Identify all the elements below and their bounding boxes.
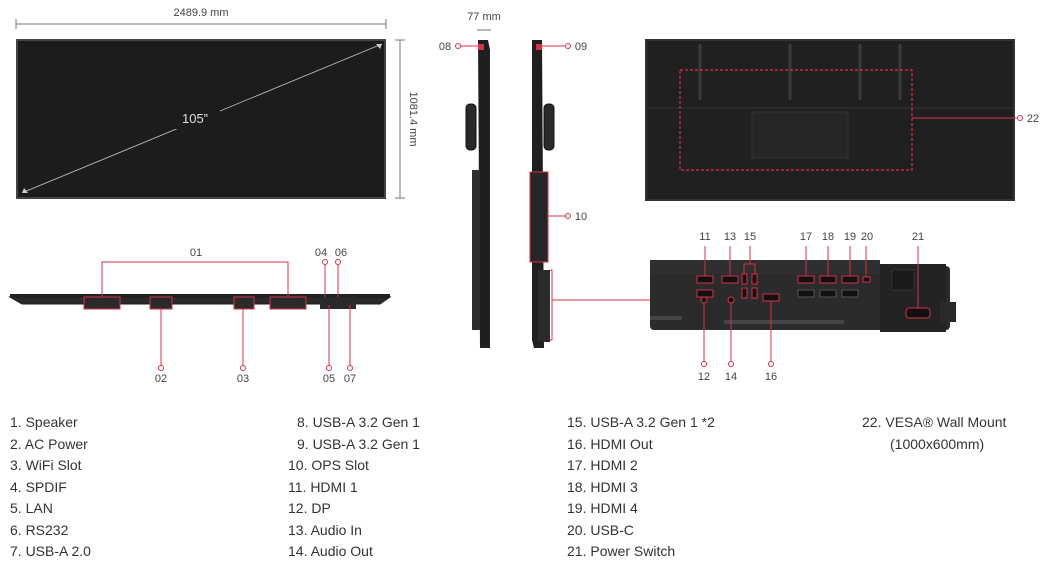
legend-item: 21. Power Switch	[567, 543, 676, 559]
width-dimension: 2489.9 mm	[173, 7, 228, 19]
callout-22: 22	[1027, 113, 1039, 125]
legend-item: 19. HDMI 4	[567, 500, 638, 516]
callout-15: 15	[744, 231, 756, 243]
side-views: 77 mm 08 09 10	[439, 11, 650, 348]
callout-19: 19	[844, 231, 856, 243]
port-panel: 11 13 15 17 18 19 20 21 12 14 16	[650, 231, 956, 383]
legend-item: 3. WiFi Slot	[10, 457, 82, 473]
legend-column-4: 22. VESA® Wall Mount (1000x600mm)	[862, 412, 1006, 455]
callout-07: 07	[344, 373, 356, 385]
legend-item: 7. USB-A 2.0	[10, 543, 91, 559]
callout-06: 06	[335, 247, 347, 259]
callout-13: 13	[724, 231, 736, 243]
callout-04: 04	[315, 247, 327, 259]
legend-item: 8. USB-A 3.2 Gen 1	[297, 414, 420, 430]
legend-item: 1. Speaker	[10, 414, 78, 430]
legend-column-2: 8. USB-A 3.2 Gen 1 9. USB-A 3.2 Gen 1 10…	[288, 412, 420, 563]
callout-21: 21	[912, 231, 924, 243]
legend-item: 9. USB-A 3.2 Gen 1	[297, 435, 420, 452]
legend-item: 15. USB-A 3.2 Gen 1 *2	[567, 414, 715, 430]
legend-item: 22. VESA® Wall Mount	[862, 414, 1007, 430]
legend-item: 2. AC Power	[10, 435, 88, 452]
front-view: 2489.9 mm 105” 1081.4 mm	[15, 7, 419, 199]
legend-item: 18. HDMI 3	[567, 478, 638, 495]
callout-03: 03	[237, 373, 249, 385]
legend-item: 10. OPS Slot	[288, 457, 369, 473]
legend-column-3: 15. USB-A 3.2 Gen 1 *2 16. HDMI Out 17. …	[567, 412, 715, 563]
legend-column-1: 1. Speaker 2. AC Power 3. WiFi Slot 4. S…	[10, 412, 91, 563]
legend-item: 16. HDMI Out	[567, 435, 653, 452]
callout-02: 02	[155, 373, 167, 385]
legend-item: 13. Audio In	[288, 521, 362, 538]
legend-item: 12. DP	[288, 500, 331, 516]
callout-11: 11	[699, 231, 710, 243]
callout-05: 05	[323, 373, 335, 385]
callout-10: 10	[575, 211, 587, 223]
legend-item: 4. SPDIF	[10, 478, 67, 495]
legend-item: 5. LAN	[10, 500, 53, 516]
callout-12: 12	[698, 371, 710, 383]
rear-view: 22	[645, 39, 1039, 201]
legend-item: 6. RS232	[10, 521, 69, 538]
height-dimension: 1081.4 mm	[407, 91, 419, 146]
screen-size-label: 105”	[182, 111, 208, 126]
callout-09: 09	[575, 41, 587, 53]
callout-17: 17	[800, 231, 812, 243]
callout-01: 01	[190, 247, 202, 259]
callout-16: 16	[765, 371, 777, 383]
legend-item: 20. USB-C	[567, 521, 634, 538]
callout-20: 20	[861, 231, 873, 243]
callout-14: 14	[725, 371, 737, 383]
legend-item: 17. HDMI 2	[567, 457, 638, 473]
legend-item: 14. Audio Out	[288, 543, 373, 559]
legend-item: 11. HDMI 1	[288, 478, 358, 495]
depth-dimension: 77 mm	[467, 11, 501, 23]
bottom-view: 01 02 03 04 06 05 07	[8, 247, 392, 385]
callout-18: 18	[822, 231, 834, 243]
legend-item: (1000x600mm)	[890, 435, 985, 452]
callout-08: 08	[439, 41, 451, 53]
